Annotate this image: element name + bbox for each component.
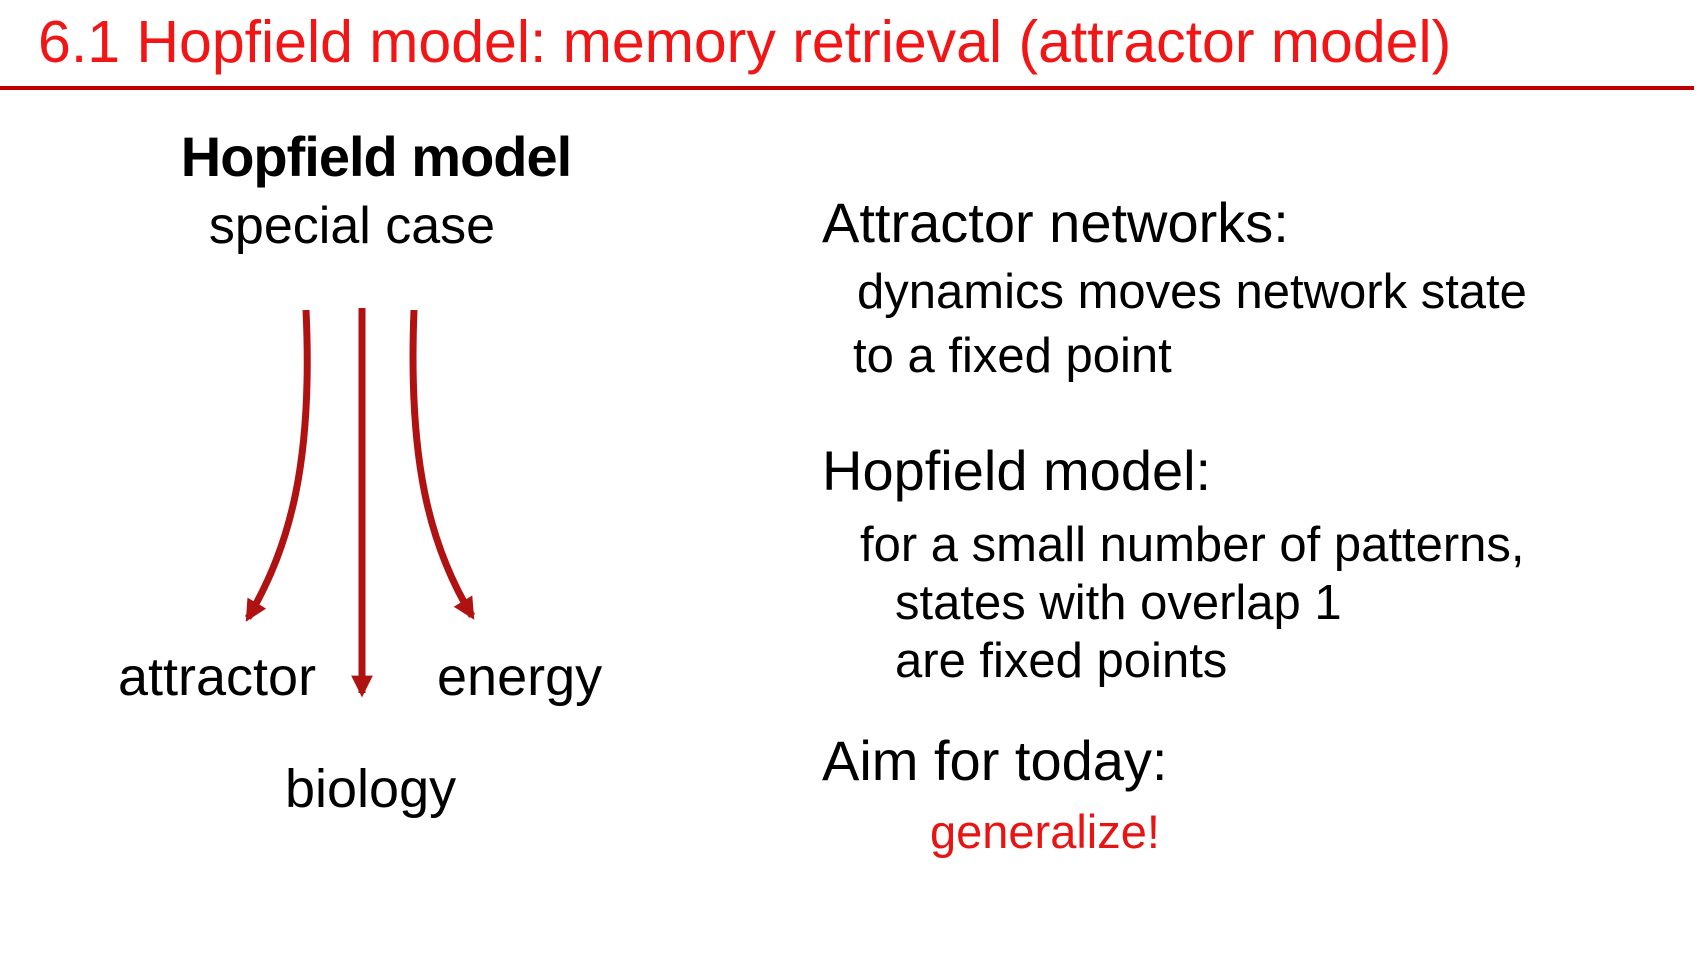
diagram-subheading: special case bbox=[208, 197, 496, 255]
aim-note-generalize: generalize! bbox=[930, 805, 1160, 858]
curved-arrow-right bbox=[409, 309, 475, 620]
branch-arrows bbox=[244, 308, 475, 698]
hopfield-note-line: for a small number of patterns, bbox=[860, 518, 1525, 572]
title-underline bbox=[0, 86, 1694, 90]
hopfield-note-line: are fixed points bbox=[895, 634, 1228, 688]
attractor-networks-heading: Attractor networks: bbox=[822, 191, 1289, 254]
branch-label-attractor: attractor bbox=[118, 647, 317, 707]
slide-title: 6.1 Hopfield model: memory retrieval (at… bbox=[38, 9, 1452, 75]
branch-label-biology: biology bbox=[285, 759, 457, 819]
aim-heading: Aim for today: bbox=[822, 729, 1168, 792]
curved-arrow-left bbox=[244, 309, 311, 622]
diagram-heading: Hopfield model bbox=[180, 125, 572, 188]
attractor-note-line: to a fixed point bbox=[853, 329, 1172, 383]
hopfield-note-line: states with overlap 1 bbox=[895, 576, 1342, 630]
hopfield-model-heading: Hopfield model: bbox=[822, 439, 1212, 502]
branch-label-energy: energy bbox=[437, 647, 603, 707]
attractor-note-line: dynamics moves network state bbox=[857, 265, 1527, 319]
